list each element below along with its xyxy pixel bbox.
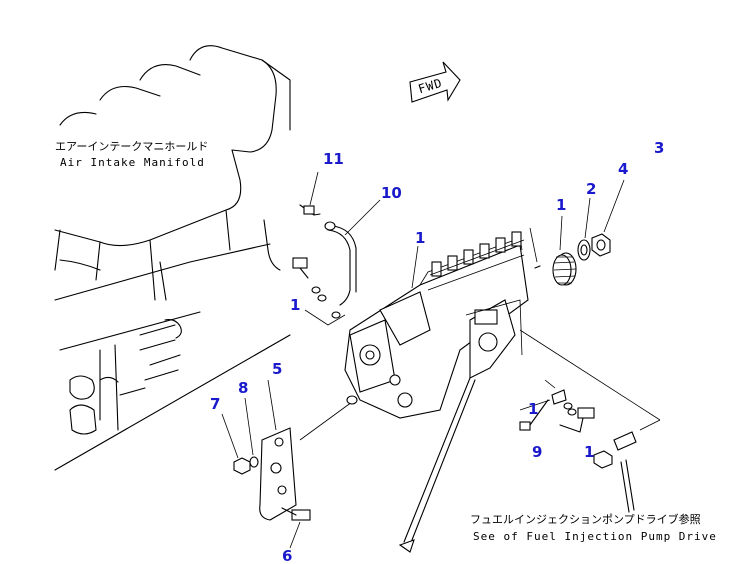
callout-11: 11 (323, 150, 344, 168)
callout-4: 4 (618, 160, 629, 178)
manifold-label-jp: エアーインテークマニホールド (55, 140, 209, 153)
callout-6: 6 (282, 547, 293, 564)
tube-leader (344, 199, 381, 236)
drive-reference-en: See of Fuel Injection Pump Drive (473, 530, 717, 543)
callout-3: 3 (654, 139, 665, 157)
drive-gear (534, 252, 577, 286)
drive-reference-arrow (398, 377, 635, 553)
callout-5: 5 (272, 360, 283, 378)
check-valve (519, 379, 567, 431)
engine-block (54, 243, 291, 471)
callout-1-mid: 1 (528, 400, 539, 418)
bracket-bolt (281, 507, 311, 549)
callout-10: 10 (381, 184, 402, 202)
banjo-fitting (299, 171, 321, 216)
callout-1-gear: 1 (556, 196, 567, 214)
bracket-nut (221, 397, 259, 475)
manifold-label-en: Air Intake Manifold (60, 156, 205, 169)
lock-washer (577, 239, 591, 261)
fuel-injection-tube (324, 221, 357, 306)
banjo-bolt-right (559, 402, 637, 469)
leader-lines-right (519, 179, 661, 431)
eye-bolt-assembly (292, 257, 346, 326)
callout-1-left: 1 (290, 296, 301, 314)
drive-reference-jp: フュエルインジェクションポンプドライブ参照 (470, 513, 701, 526)
pump-bracket (259, 379, 358, 521)
callout-1-pump: 1 (415, 229, 426, 247)
callout-7: 7 (210, 395, 221, 413)
callout-9: 9 (532, 443, 543, 461)
callout-2: 2 (586, 180, 597, 198)
pump-leader (411, 245, 419, 289)
callout-1-right: 1 (584, 443, 595, 461)
fwd-arrow (409, 61, 461, 103)
air-intake-manifold (54, 45, 291, 301)
fuel-injection-pump (344, 231, 529, 419)
callout-8: 8 (238, 379, 249, 397)
hex-nut (591, 233, 611, 257)
